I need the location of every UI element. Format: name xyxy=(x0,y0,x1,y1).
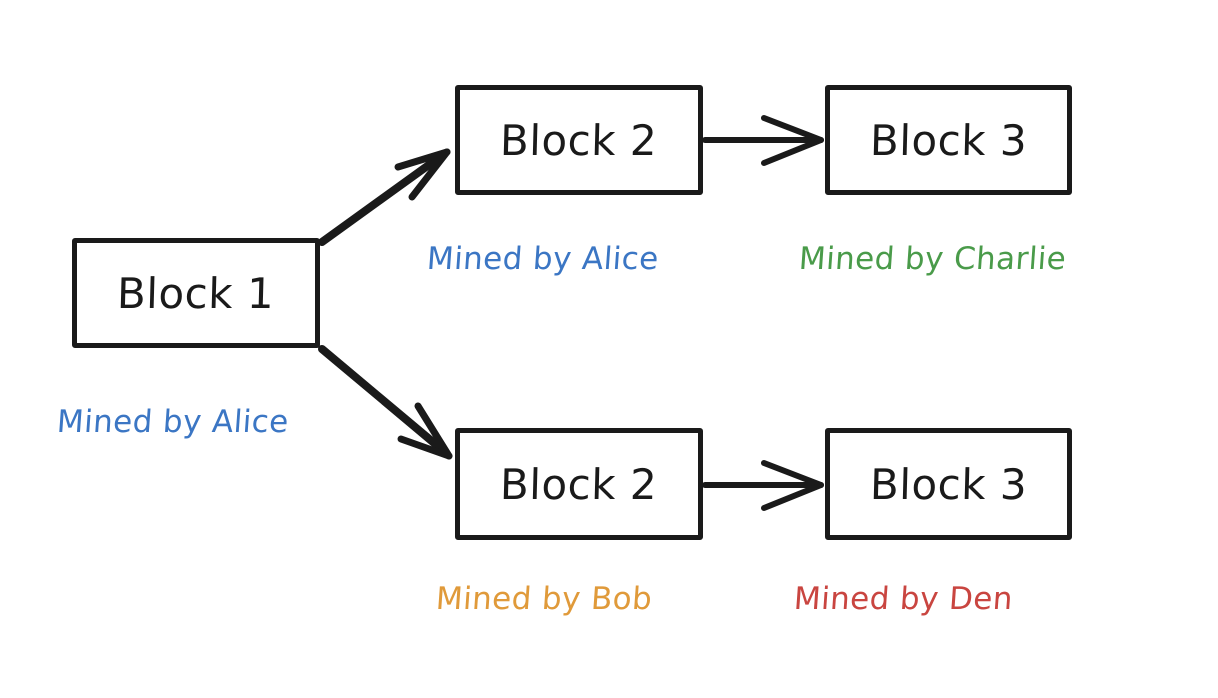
block-node-block2-bot[interactable]: Block 2 xyxy=(455,428,703,540)
edge-block2-block3-top-arrow xyxy=(702,115,824,166)
edge-block1-block2-bot-arrow xyxy=(318,345,453,460)
miner-label-block1: Mined by Alice xyxy=(55,404,290,440)
block-node-label: Block 3 xyxy=(869,459,1028,509)
miner-label-block2-bot: Mined by Bob xyxy=(434,581,654,617)
block-node-block3-bot[interactable]: Block 3 xyxy=(825,428,1072,540)
miner-label-block3-bot: Mined by Den xyxy=(792,581,1015,617)
miner-label-block2-top: Mined by Alice xyxy=(425,241,660,277)
block-node-label: Block 1 xyxy=(116,268,276,318)
block-node-block1[interactable]: Block 1 xyxy=(72,238,320,348)
block-node-block2-top[interactable]: Block 2 xyxy=(455,85,703,195)
edge-block2-block3-bot-arrow xyxy=(702,460,824,511)
block-node-block3-top[interactable]: Block 3 xyxy=(825,85,1072,195)
block-node-label: Block 2 xyxy=(499,459,659,509)
edge-block1-block2-top-arrow xyxy=(318,148,451,246)
block-node-label: Block 2 xyxy=(499,115,659,165)
miner-label-block3-top: Mined by Charlie xyxy=(797,241,1068,277)
block-node-label: Block 3 xyxy=(869,115,1028,165)
